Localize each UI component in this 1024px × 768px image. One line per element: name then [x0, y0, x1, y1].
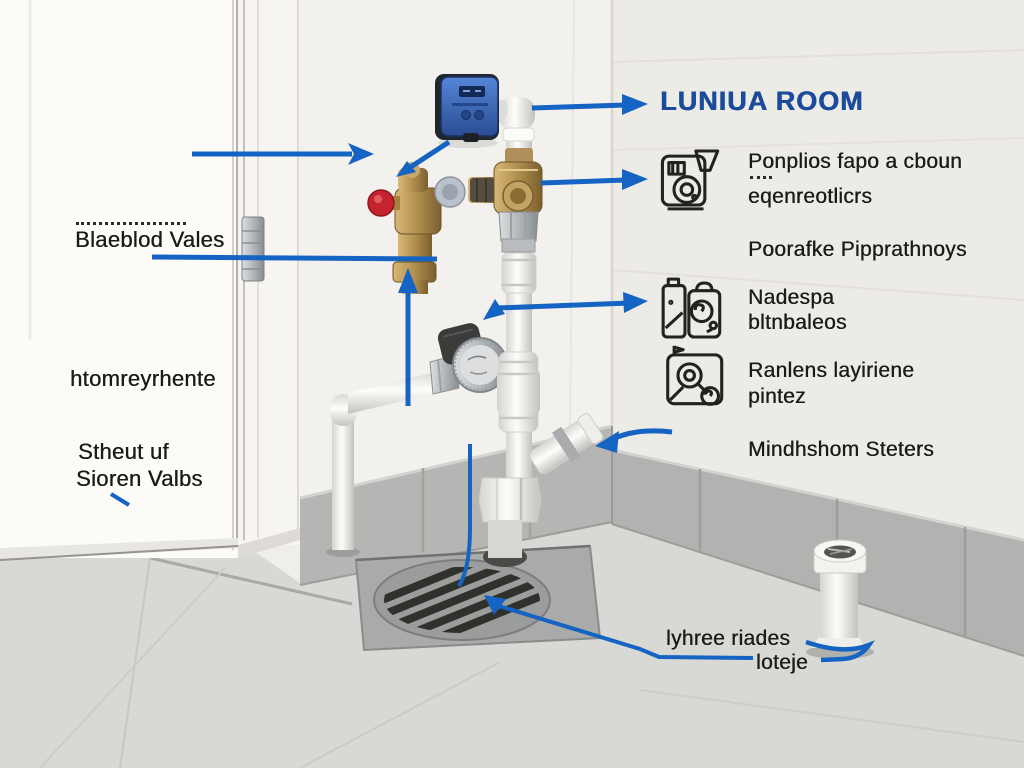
- arrow-pipe-to-label3: [483, 292, 648, 320]
- label-supplies-line1: Nadespa: [748, 286, 835, 309]
- arrow-device-to-valve: [396, 139, 451, 177]
- drain-label-pointer: [484, 595, 754, 660]
- label-appliance-line1: Ponplios fapo a cboun: [748, 150, 963, 173]
- pointer-line-to-drain: [457, 444, 472, 588]
- label-drain-line1: lyhree riades: [666, 627, 791, 650]
- door-frame: [238, 0, 300, 558]
- arrow-elbow-to-title: [531, 94, 648, 115]
- label-inspection-line1: Ranlens layiriene: [748, 359, 915, 382]
- supplies-icon: [658, 274, 730, 346]
- water-meter: [429, 323, 508, 395]
- arrow-to-branch-fitting: [595, 428, 673, 453]
- arrow-up-to-valve: [398, 268, 418, 406]
- floor: [0, 520, 1024, 768]
- brass-tee-valve: [468, 161, 543, 215]
- door: [0, 0, 239, 561]
- label-meter: htomreyrhente: [70, 366, 216, 391]
- underline-valve-label: [151, 254, 438, 262]
- micro-text-dots: [750, 176, 772, 179]
- inspection-icon: [660, 342, 732, 414]
- label-washdown: Mindhshom Steters: [748, 438, 935, 461]
- label-appliance-line2: eqenreotlicrs: [748, 185, 873, 208]
- micro-text-line: [76, 222, 186, 225]
- branch-fitting: [529, 413, 604, 474]
- floor-drain: [354, 544, 602, 652]
- label-drain-line2: loteje: [756, 651, 809, 674]
- arrow-door-to-valve: [192, 143, 374, 165]
- blue-timer-device: [435, 74, 499, 148]
- label-shutoff-line2: Sioren Valbs: [76, 466, 203, 491]
- label-valve: Blaeblod Vales: [75, 227, 225, 252]
- drain-grate: [384, 567, 540, 633]
- door-hinge: [241, 216, 265, 282]
- arrow-tee-to-label1: [540, 169, 648, 190]
- annotation-arrows: [109, 94, 876, 663]
- page-title: LUNIUA ROOM: [660, 86, 864, 116]
- standpipe-swoosh: [805, 639, 876, 663]
- label-shutoff-line1: Stheut uf: [78, 439, 169, 464]
- supply-pipe-left: [326, 371, 440, 557]
- label-inspection-line2: pintez: [748, 385, 806, 408]
- shutoff-label-tick: [109, 492, 131, 507]
- label-supplies-line2: bltnbaleos: [748, 311, 847, 334]
- label-pipework: Poorafke Pipprathnoys: [748, 238, 967, 261]
- main-riser-pipe: [468, 97, 604, 558]
- washing-machine-icon: [656, 142, 728, 214]
- brass-valve-red-handle: [367, 162, 466, 294]
